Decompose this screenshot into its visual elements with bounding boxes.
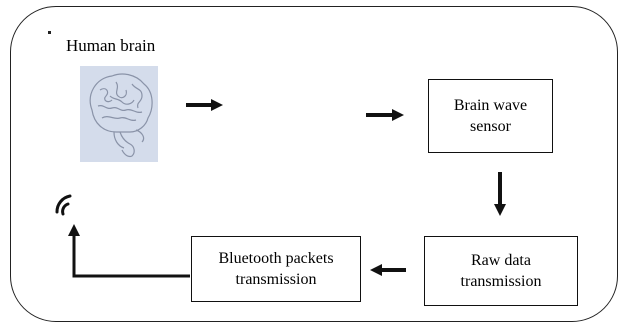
- brain-illustration: [89, 73, 153, 158]
- bluetooth-packets-transmission-box: Bluetooth packets transmission: [191, 236, 361, 302]
- raw-label-line-2: transmission: [460, 273, 542, 290]
- human-brain-label: Human brain: [66, 36, 156, 55]
- diagram-frame: [10, 6, 618, 322]
- brain-icon: [80, 66, 158, 162]
- bluetooth-label-line-2: transmission: [235, 271, 317, 288]
- sensor-label-line-2: sensor: [470, 118, 511, 135]
- brain-wave-sensor-box: Brain wave sensor: [428, 79, 553, 153]
- corner-tick-mark: [48, 31, 51, 34]
- raw-data-transmission-box: Raw data transmission: [424, 236, 578, 306]
- sensor-label-line-1: Brain wave: [453, 97, 528, 114]
- bluetooth-label-line-1: Bluetooth packets: [218, 250, 334, 267]
- raw-label-line-1: Raw data: [471, 252, 531, 269]
